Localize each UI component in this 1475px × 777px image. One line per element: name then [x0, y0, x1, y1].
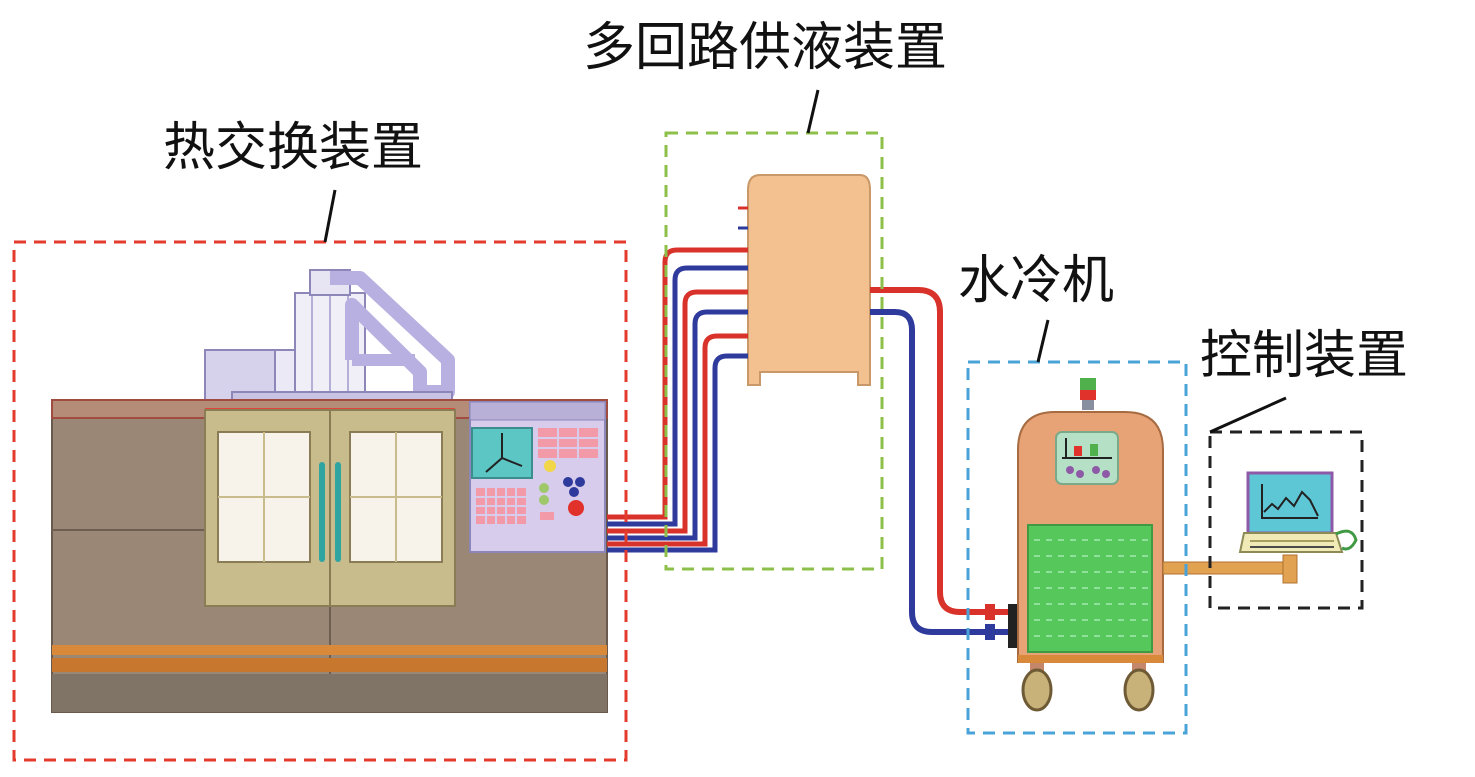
label-water-chiller: 水冷机	[958, 251, 1115, 311]
wheel-left-icon	[1021, 668, 1053, 712]
leader-supply	[806, 89, 820, 134]
chiller-boundary	[966, 360, 1188, 735]
leader-heat-exchange	[323, 189, 337, 243]
wheel-right-icon	[1123, 668, 1155, 712]
control-cable	[1162, 561, 1294, 575]
laptop-keyboard	[1238, 532, 1344, 553]
heat-exchange-boundary	[12, 240, 628, 762]
control-boundary	[1208, 430, 1364, 610]
water-chiller	[1017, 378, 1164, 712]
supply-boundary	[664, 131, 884, 571]
heat-exchange-device	[51, 269, 608, 713]
control-device-laptop	[1238, 471, 1358, 553]
supply-pipes	[607, 247, 748, 553]
door-handle-left	[319, 462, 325, 562]
multi-loop-supply-device	[738, 174, 871, 386]
door-handle-right	[335, 462, 341, 562]
emergency-stop-icon	[568, 500, 584, 516]
chiller-pipes	[870, 287, 1012, 635]
trend-chart-icon	[1263, 490, 1319, 517]
supply-cabinet	[747, 174, 871, 386]
label-heat-exchange: 热交换装置	[163, 118, 424, 178]
leader-chiller	[1036, 319, 1050, 363]
leader-control	[1209, 396, 1287, 434]
label-multi-loop-supply: 多回路供液装置	[583, 18, 948, 78]
label-control-device: 控制装置	[1200, 326, 1409, 386]
